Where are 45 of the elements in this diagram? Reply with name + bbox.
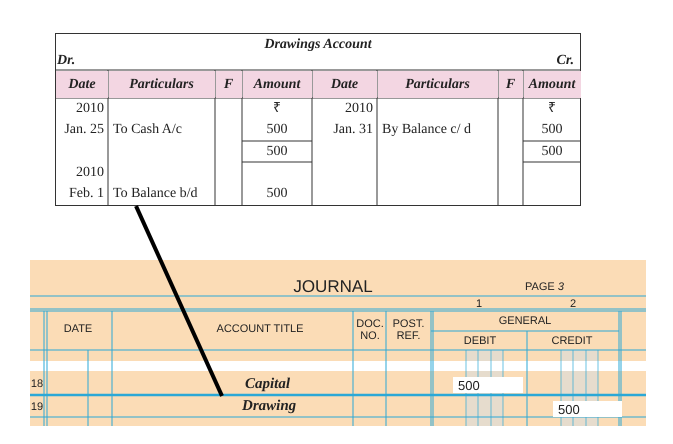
column-number: 2 (568, 299, 578, 309)
particulars-text: By Balance c/ d (381, 121, 472, 138)
year-text: 2010 (75, 164, 105, 181)
column-header: DEBIT (462, 334, 498, 348)
account-name: Capital (244, 375, 292, 393)
amount-field: 500 (553, 401, 622, 417)
column-header: Date (312, 71, 376, 98)
currency-sign: ₹ (272, 100, 282, 117)
side-label: Dr. (57, 52, 76, 70)
year-text: 2010 (75, 100, 105, 117)
year-text: 2010 (344, 100, 374, 117)
amount-text: 500 (540, 121, 564, 138)
table-title: Drawings Account (263, 36, 373, 54)
column-header: Amount (524, 71, 580, 98)
date-text: Feb. 1 (68, 185, 105, 202)
column-header: Amount (242, 71, 312, 98)
account-name: Drawing (222, 396, 314, 417)
column-header: DOC. NO. (355, 316, 385, 344)
currency-sign: ₹ (547, 100, 557, 117)
column-header: DATE (62, 322, 94, 336)
column-header: F (216, 71, 242, 98)
column-header: POST. REF. (392, 316, 426, 344)
amount-text: 500 (266, 121, 288, 138)
total-amount: 500 (266, 143, 288, 160)
column-header: ACCOUNT TITLE (216, 322, 304, 336)
page-number: PAGE 3 (524, 280, 565, 295)
column-header: CREDIT (550, 334, 594, 348)
amount-text: 500 (266, 185, 288, 202)
column-header: Particulars (108, 71, 214, 98)
journal-title: JOURNAL (292, 276, 374, 296)
date-text: Jan. 31 (332, 121, 374, 138)
side-label: Cr. (555, 52, 575, 70)
column-header: Date (56, 71, 108, 98)
date-text: Jan. 25 (63, 121, 105, 138)
column-header: GENERAL (498, 314, 552, 328)
line-number: 18 (31, 377, 43, 391)
line-number: 19 (31, 400, 43, 414)
column-header: Particulars (378, 71, 498, 98)
leader-line (134, 205, 224, 397)
total-amount: 500 (540, 143, 564, 160)
particulars-text: To Balance b/d (112, 185, 199, 202)
column-header: F (498, 71, 522, 98)
particulars-text: To Cash A/c (112, 121, 184, 138)
column-number: 1 (474, 299, 484, 309)
amount-field: 500 (453, 377, 523, 393)
